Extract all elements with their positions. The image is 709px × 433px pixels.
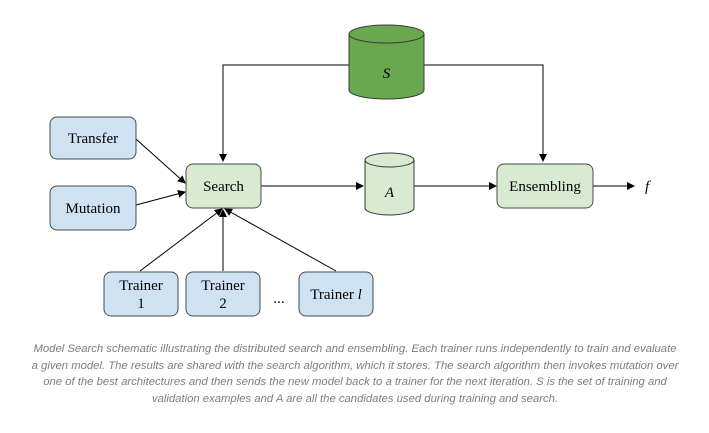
transfer-node: Transfer	[49, 116, 137, 160]
edge-trainerl-to-search	[224, 208, 337, 272]
search-label: Search	[203, 179, 244, 195]
store-s-label: S	[383, 66, 391, 82]
edge-transfer-to-search	[135, 138, 186, 184]
trainers-ellipsis: ...	[273, 291, 284, 307]
mutation-node: Mutation	[49, 185, 137, 231]
trainer-2-label: Trainer	[201, 278, 245, 294]
mutation-label: Mutation	[66, 201, 121, 217]
trainer-l-prefix: Trainer	[310, 287, 357, 303]
transfer-label: Transfer	[68, 131, 118, 147]
figure-caption: Model Search schematic illustrating the …	[31, 343, 679, 405]
output-f-label: f	[645, 179, 651, 195]
trainer-1-label: Trainer	[119, 278, 163, 294]
trainer-l-label: Trainer l	[310, 287, 362, 303]
edge-s-to-search	[219, 64, 349, 162]
edges	[135, 64, 635, 272]
trainer-1-index: 1	[137, 296, 145, 312]
ensembling-label: Ensembling	[509, 179, 581, 195]
ensembling-node: Ensembling	[496, 163, 594, 209]
trainer-2-node: Trainer 2	[185, 271, 261, 317]
diagram-svg: S A Transfer Mutation Search Ensembling …	[49, 24, 651, 317]
trainer-l-var: l	[358, 287, 362, 303]
trainer-l-node: Trainer l	[298, 271, 374, 317]
store-s: S	[348, 24, 425, 100]
edge-trainer1-to-search	[139, 208, 223, 272]
trainer-2-index: 2	[219, 296, 227, 312]
edge-mutation-to-search	[135, 189, 186, 206]
store-a: A	[364, 152, 415, 216]
store-a-label: A	[384, 185, 395, 201]
search-node: Search	[185, 163, 262, 209]
trainer-1-node: Trainer 1	[103, 271, 179, 317]
edge-s-to-ensembling	[424, 64, 547, 162]
